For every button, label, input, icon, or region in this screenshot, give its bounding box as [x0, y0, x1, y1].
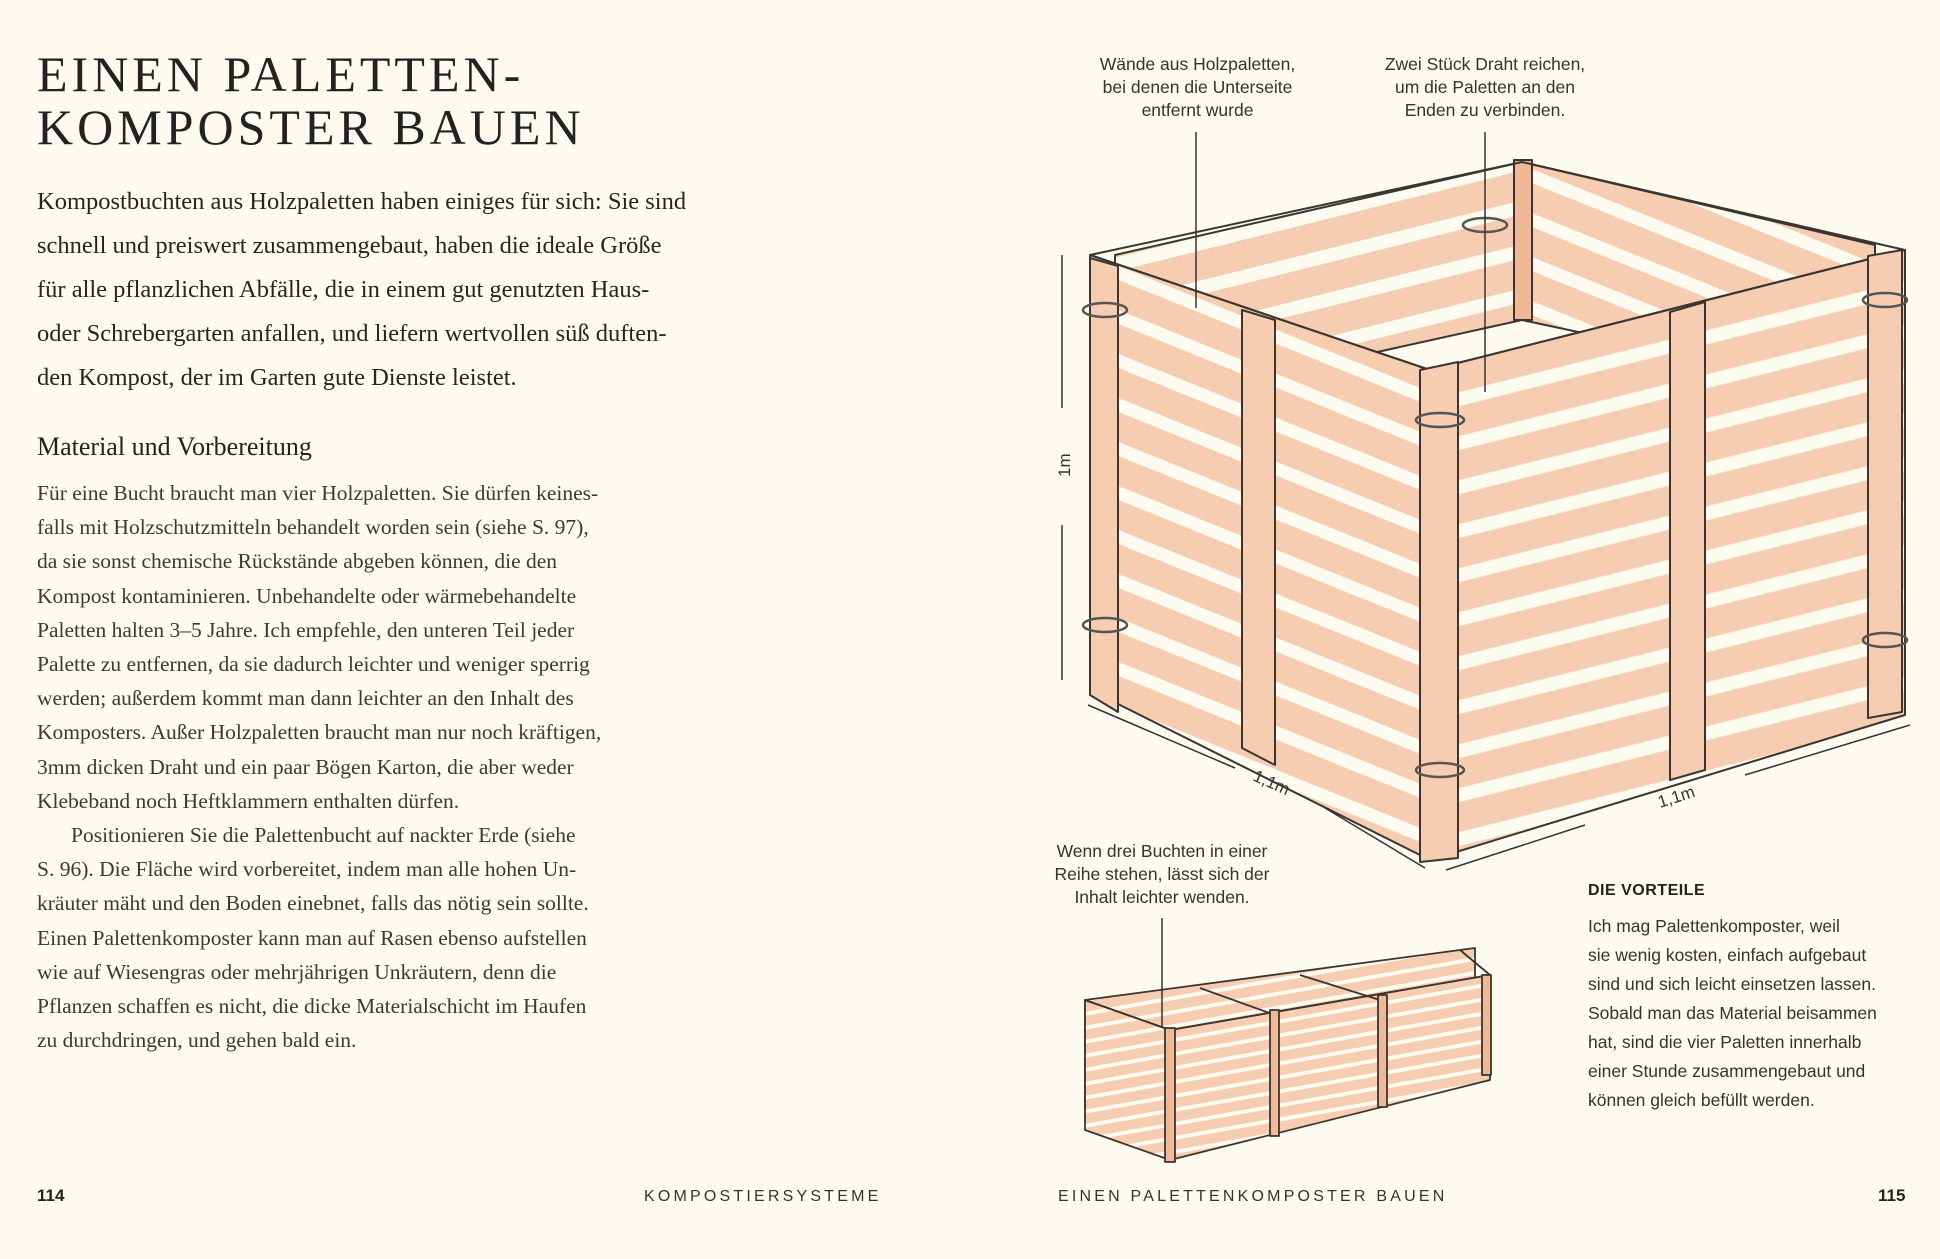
advantages-line: hat, sind die vier Paletten innerhalb — [1588, 1032, 1862, 1052]
body-line: da sie sonst chemische Rückstände abgebe… — [37, 549, 558, 574]
front-right-wall — [1429, 249, 1906, 861]
triple-composter — [1084, 918, 1492, 1163]
caption-line: um die Paletten an den — [1395, 77, 1575, 97]
corner-post-left — [1089, 257, 1119, 713]
caption-line: Enden zu verbinden. — [1404, 100, 1566, 120]
triple-top-rail — [1084, 949, 1491, 1031]
pallet-composter-illustration: 1m 1,1m 1,1m — [1055, 132, 1911, 1163]
body-line: zu durchdringen, und gehen bald ein. — [37, 1028, 357, 1053]
body-line: Kompost kontaminieren. Unbehandelte oder… — [37, 583, 577, 608]
advantages-line: sie wenig kosten, einfach aufgebaut — [1588, 945, 1867, 965]
caption-line: Reihe stehen, lässt sich der — [1054, 864, 1270, 884]
section-heading: Material und Vorbereitung — [37, 432, 312, 461]
triple-divider — [1299, 974, 1381, 1001]
top-rail — [1089, 161, 1906, 371]
corner-post-right — [1867, 249, 1903, 719]
caption-wire: Zwei Stück Draht reichen, um die Palette… — [1370, 53, 1600, 122]
body-line: Pflanzen schaffen es nicht, die dicke Ma… — [37, 994, 587, 1019]
caption-pallet-walls: Wände aus Holzpaletten, bei denen die Un… — [1085, 53, 1310, 122]
intro-line: schnell und preiswert zusammengebaut, ha… — [37, 232, 662, 259]
caption-line: Zwei Stück Draht reichen, — [1384, 54, 1586, 74]
back-post — [1513, 159, 1533, 321]
caption-three-bays: Wenn drei Buchten in einer Reihe stehen,… — [1042, 840, 1282, 909]
body-line: werden; außerdem kommt man dann leichter… — [37, 686, 574, 711]
right-page: 1m 1,1m 1,1m Wände aus Holzpaletten, bei… — [970, 0, 1940, 1259]
intro-line: oder Schrebergarten anfallen, und liefer… — [37, 320, 667, 347]
body-line: S. 96). Die Fläche wird vorbereitet, ind… — [37, 857, 577, 882]
caption-line: Wenn drei Buchten in einer — [1056, 841, 1268, 861]
caption-line: Wände aus Holzpaletten, — [1099, 54, 1296, 74]
advantages-line: Sobald man das Material beisammen — [1588, 1003, 1877, 1023]
page-number-right: 115 — [1878, 1186, 1906, 1205]
right-dimension-line — [1744, 724, 1911, 776]
body-line: Palette zu entfernen, da sie dadurch lei… — [37, 652, 590, 677]
advantages-text: Ich mag Palettenkomposter, weil sie weni… — [1588, 912, 1928, 1115]
front-corner-post — [1419, 361, 1459, 863]
right-dimension-line — [1445, 824, 1586, 871]
body-line: Positionieren Sie die Palettenbucht auf … — [71, 823, 576, 848]
body-line: Klebeband noch Heftklammern enthalten dü… — [37, 788, 460, 813]
wire-ties — [1081, 216, 1909, 779]
body-line: wie auf Wiesengras oder mehrjährigen Unk… — [37, 959, 557, 984]
triple-post — [1377, 994, 1388, 1108]
body-line: 3mm dicken Draht und ein paar Bögen Kart… — [37, 754, 574, 779]
advantages-line: können gleich befüllt werden. — [1588, 1090, 1815, 1110]
left-dimension-line — [1324, 807, 1426, 869]
left-dimension-line — [1087, 704, 1236, 769]
intro-line: für alle pflanzlichen Abfälle, die in ei… — [37, 276, 650, 303]
triple-post — [1269, 1009, 1280, 1137]
body-line: kräuter mäht und den Boden einebnet, fal… — [37, 891, 589, 916]
body-line: falls mit Holzschutzmitteln behandelt wo… — [37, 515, 589, 540]
left-page: EINEN PALETTEN- KOMPOSTER BAUEN Kompostb… — [37, 48, 882, 1206]
caption-line: entfernt wurde — [1141, 100, 1254, 120]
intro-paragraph: Kompostbuchten aus Holzpaletten haben ei… — [37, 180, 757, 400]
triple-divider — [1199, 987, 1276, 1016]
caption-line: bei denen die Unterseite — [1102, 77, 1293, 97]
height-label: 1m — [1055, 453, 1074, 477]
triple-post — [1481, 974, 1492, 1076]
advantages-line: Ich mag Palettenkomposter, weil — [1588, 916, 1840, 936]
large-composter — [1061, 132, 1911, 871]
triple-post — [1164, 1027, 1176, 1163]
caption-line: Inhalt leichter wenden. — [1074, 887, 1250, 907]
intro-line: Kompostbuchten aus Holzpaletten haben ei… — [37, 188, 687, 215]
advantages-line: sind und sich leicht einsetzen lassen. — [1588, 974, 1876, 994]
page-number-left: 114 — [37, 1186, 65, 1205]
body-line: Komposters. Außer Holzpaletten braucht m… — [37, 720, 602, 745]
running-head-left: KOMPOSTIERSYSTEME — [644, 1188, 882, 1205]
body-line: Für eine Bucht braucht man vier Holzpale… — [37, 481, 599, 505]
right-wall-post — [1669, 301, 1706, 781]
body-line: Paletten halten 3–5 Jahre. Ich empfehle,… — [37, 617, 575, 642]
body-line: Einen Palettenkomposter kann man auf Ras… — [37, 925, 587, 950]
advantages-line: einer Stunde zusammengebaut und — [1588, 1061, 1866, 1081]
body-text: Für eine Bucht braucht man vier Holzpale… — [37, 476, 717, 1057]
intro-line: den Kompost, der im Garten gute Dienste … — [37, 364, 517, 391]
page-title: EINEN PALETTEN- KOMPOSTER BAUEN — [37, 48, 585, 154]
running-head-right: EINEN PALETTENKOMPOSTER BAUEN — [1058, 1188, 1448, 1205]
left-wall-post — [1241, 309, 1276, 766]
title-line: EINEN PALETTEN- — [37, 46, 525, 102]
advantages-heading: DIE VORTEILE — [1588, 882, 1706, 899]
title-line: KOMPOSTER BAUEN — [37, 99, 585, 155]
